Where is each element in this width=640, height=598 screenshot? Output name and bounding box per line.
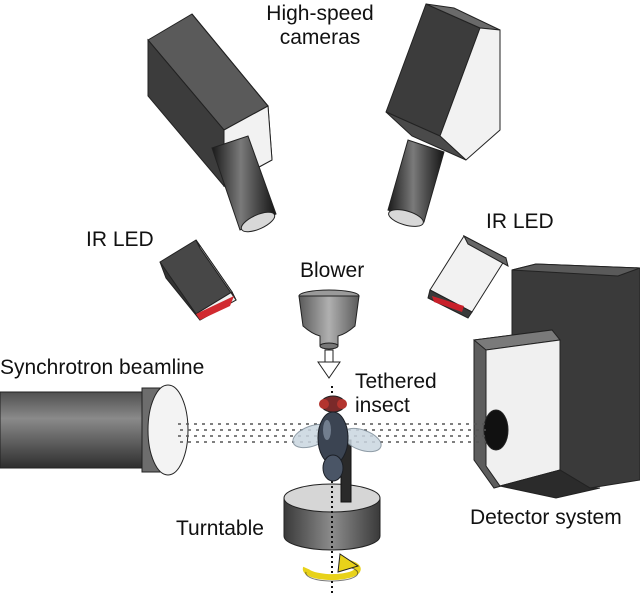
ir-led-right-label: IR LED xyxy=(486,210,554,233)
insect-label-line1: Tethered xyxy=(355,370,437,393)
detector-label: Detector system xyxy=(470,506,622,529)
blower-label: Blower xyxy=(300,259,365,282)
down-arrow-icon xyxy=(317,349,341,379)
beamline-label: Synchrotron beamline xyxy=(0,356,205,379)
cameras-label: High-speed cameras xyxy=(255,2,385,50)
circular-arrow-icon xyxy=(302,553,361,582)
cameras-label-line2: cameras xyxy=(279,26,361,49)
synchrotron-beamline xyxy=(0,384,189,476)
insect xyxy=(292,395,382,482)
camera-left xyxy=(147,13,277,233)
ir-led-left xyxy=(159,239,237,321)
blower xyxy=(298,289,360,379)
cameras-label-line1: High-speed xyxy=(266,2,374,25)
insect-label: Tethered insect xyxy=(355,370,437,418)
ir-led-left-label: IR LED xyxy=(86,228,154,251)
insect-label-line2: insect xyxy=(355,394,410,417)
turntable xyxy=(283,386,381,593)
detector-system xyxy=(472,263,640,499)
camera-right xyxy=(385,3,501,227)
ir-led-right xyxy=(427,234,509,319)
turntable-label: Turntable xyxy=(176,517,264,540)
